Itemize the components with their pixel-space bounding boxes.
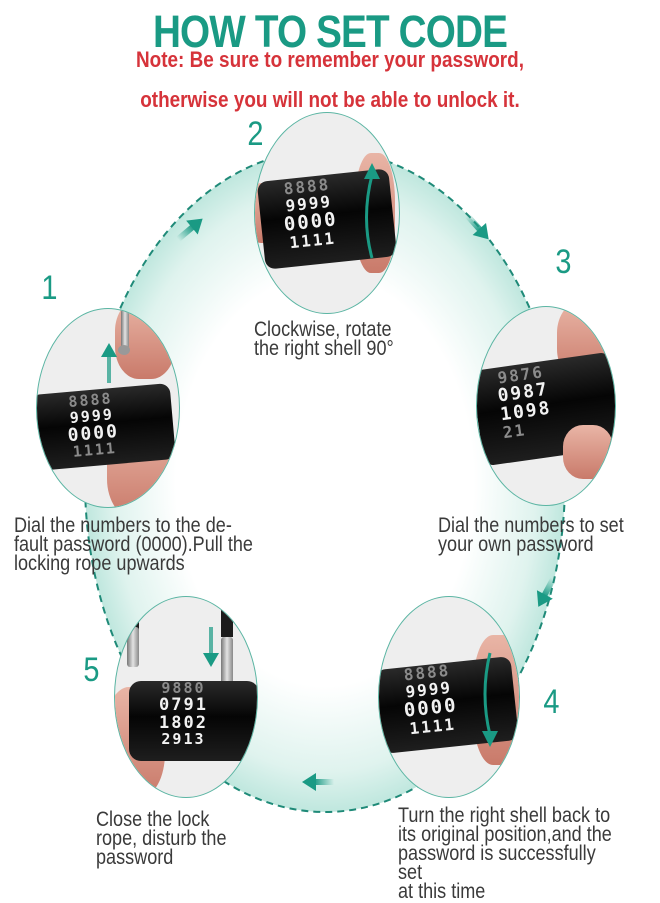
up-arrow-icon — [101, 343, 117, 383]
page-title: HOW TO SET CODE — [152, 6, 508, 57]
step-3-photo: 9876 0987 1098 21 — [476, 306, 616, 506]
arrow-4-to-5-icon — [302, 773, 334, 791]
step-5-number: 5 — [83, 651, 100, 689]
arrow-3-to-4-icon — [536, 577, 556, 607]
step-3-caption: Dial the numbers to set your own passwor… — [438, 514, 624, 556]
step-1-photo: 8888 9999 0000 1111 — [36, 308, 180, 508]
shackle-left — [127, 627, 139, 667]
step-4-caption: Turn the right shell back to its origina… — [398, 804, 612, 903]
shackle-right — [221, 637, 233, 687]
step-2-photo: 8888 9999 0000 1111 — [254, 112, 400, 314]
dial-numbers: 8888 9999 0000 1111 — [402, 660, 459, 738]
thumb — [563, 425, 613, 479]
step-4-number: 4 — [543, 683, 560, 721]
dial-numbers: 8888 9999 0000 1111 — [282, 174, 339, 252]
warning-note-line-2: otherwise you will not be able to unlock… — [140, 87, 520, 112]
step-2-caption: Clockwise, rotate the right shell 90° — [254, 318, 394, 360]
lock-cable-end — [121, 309, 129, 349]
step-1-number: 1 — [41, 269, 58, 307]
step-3-number: 3 — [555, 243, 572, 281]
dial-numbers: 8888 9999 0000 1111 — [66, 389, 120, 462]
rotate-up-arrow-icon — [364, 163, 380, 259]
lock-body — [129, 681, 257, 761]
step-4-photo: 8888 9999 0000 1111 — [378, 596, 520, 798]
lock-cable-right — [221, 597, 233, 637]
step-1-caption: Dial the numbers to the de- fault passwo… — [14, 514, 253, 575]
arrow-2-to-3-icon — [465, 213, 489, 240]
step-5-caption: Close the lock rope, disturb the passwor… — [96, 808, 227, 869]
step-5-photo: 9880 0791 1802 2913 — [114, 596, 258, 798]
dial-numbers: 9876 0987 1098 21 — [496, 362, 553, 442]
down-arrow-icon — [203, 627, 219, 667]
rotate-down-arrow-icon — [482, 652, 498, 747]
step-2-number: 2 — [247, 115, 264, 153]
cable-ball — [118, 345, 130, 355]
dial-numbers: 9880 0791 1802 2913 — [159, 679, 208, 749]
warning-note-line-1: Note: Be sure to remember your password, — [136, 47, 524, 72]
arrow-1-to-2-icon — [176, 218, 203, 242]
